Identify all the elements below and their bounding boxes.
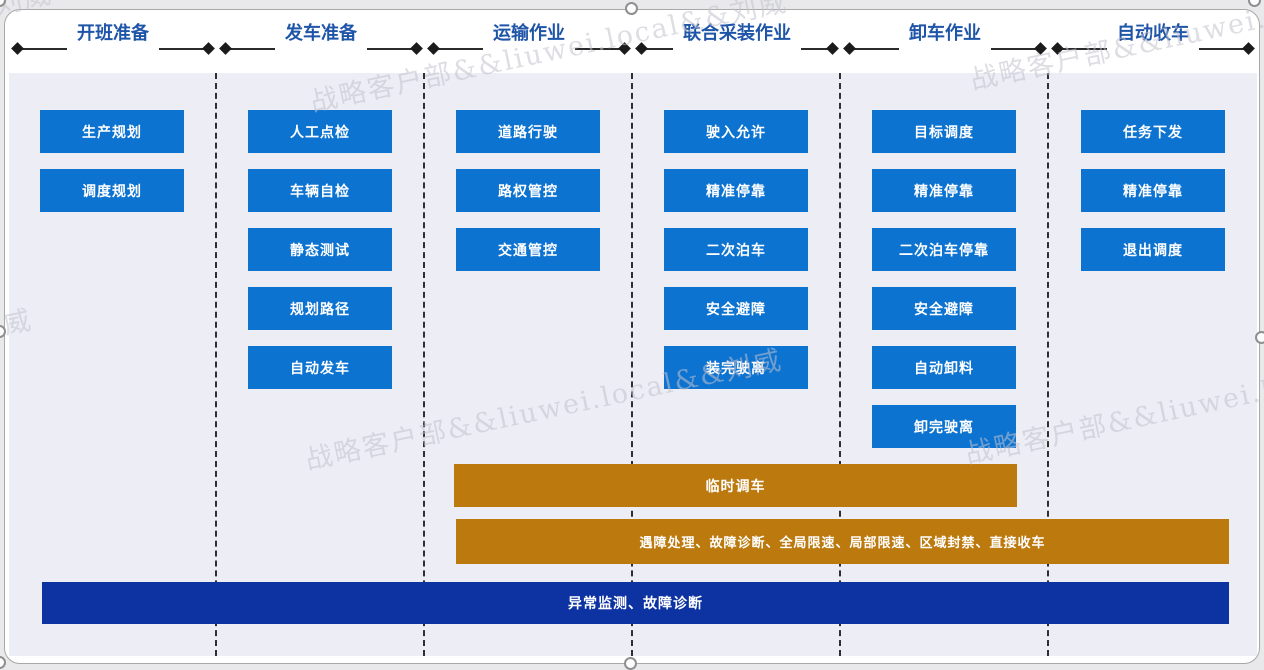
task-box: 交通管控 <box>456 228 600 271</box>
phase-header-shift-prep: 开班准备 <box>9 11 217 61</box>
diagram-slide: 开班准备 发车准备 运输作业 联合采装作业 卸车作业 自动收车 <box>4 9 1260 664</box>
diamond-icon <box>1242 42 1255 55</box>
diamond-icon <box>826 42 839 55</box>
phase-columns: 生产规划 调度规划 人工点检 车辆自检 静态测试 规划路径 自动发车 道路行驶 … <box>9 73 1257 656</box>
phase-column-shift-prep: 生产规划 调度规划 <box>9 73 217 656</box>
diamond-icon <box>618 42 631 55</box>
resize-handle-top-center[interactable] <box>625 2 638 15</box>
task-box: 静态测试 <box>248 228 392 271</box>
task-box: 自动卸料 <box>872 346 1016 389</box>
diamond-icon <box>427 42 440 55</box>
diamond-icon <box>219 42 232 55</box>
phase-header-departure-prep: 发车准备 <box>217 11 425 61</box>
phase-label: 开班准备 <box>77 23 149 43</box>
task-box: 车辆自检 <box>248 169 392 212</box>
phase-label: 自动收车 <box>1117 23 1189 43</box>
connector-line <box>575 48 620 50</box>
connector-line <box>646 48 673 50</box>
task-box: 退出调度 <box>1081 228 1225 271</box>
phase-label: 发车准备 <box>285 23 357 43</box>
phase-column-departure-prep: 人工点检 车辆自检 静态测试 规划路径 自动发车 <box>217 73 425 656</box>
phase-column-unloading: 目标调度 精准停靠 二次泊车停靠 安全避障 自动卸料 卸完驶离 <box>841 73 1049 656</box>
diamond-icon <box>635 42 648 55</box>
task-box: 安全避障 <box>664 287 808 330</box>
connector-line <box>22 48 67 50</box>
phase-header-auto-return: 自动收车 <box>1049 11 1257 61</box>
resize-handle-bottom-left[interactable] <box>0 656 6 669</box>
connector-line <box>1199 48 1244 50</box>
connector-line <box>801 48 828 50</box>
diamond-icon <box>202 42 215 55</box>
task-box: 装完驶离 <box>664 346 808 389</box>
diamond-icon <box>1051 42 1064 55</box>
phase-label: 运输作业 <box>493 23 565 43</box>
phase-header-transport: 运输作业 <box>425 11 633 61</box>
phase-label: 卸车作业 <box>909 23 981 43</box>
resize-handle-top-right[interactable] <box>1248 0 1261 7</box>
exception-handling-bar: 遇障处理、故障诊断、全局限速、局部限速、区域封禁、直接收车 <box>456 519 1229 564</box>
resize-handle-bottom-center[interactable] <box>624 657 637 670</box>
temporary-dispatch-bar: 临时调车 <box>454 464 1017 507</box>
task-box: 自动发车 <box>248 346 392 389</box>
task-box: 安全避障 <box>872 287 1016 330</box>
task-box: 二次泊车 <box>664 228 808 271</box>
diamond-icon <box>1034 42 1047 55</box>
task-box: 道路行驶 <box>456 110 600 153</box>
connector-line <box>230 48 275 50</box>
phase-column-auto-return: 任务下发 精准停靠 退出调度 <box>1049 73 1257 656</box>
resize-handle-middle-right[interactable] <box>1255 331 1264 344</box>
phase-label: 联合采装作业 <box>683 23 791 43</box>
phase-column-transport: 道路行驶 路权管控 交通管控 <box>425 73 633 656</box>
task-box: 生产规划 <box>40 110 184 153</box>
task-box: 精准停靠 <box>664 169 808 212</box>
monitoring-bar: 异常监测、故障诊断 <box>42 582 1229 624</box>
connector-line <box>159 48 204 50</box>
task-box: 精准停靠 <box>872 169 1016 212</box>
task-box: 目标调度 <box>872 110 1016 153</box>
diamond-icon <box>11 42 24 55</box>
task-box: 人工点检 <box>248 110 392 153</box>
task-box: 驶入允许 <box>664 110 808 153</box>
task-box: 卸完驶离 <box>872 405 1016 448</box>
resize-handle-top-left[interactable] <box>0 0 6 7</box>
process-panel: 生产规划 调度规划 人工点检 车辆自检 静态测试 规划路径 自动发车 道路行驶 … <box>9 73 1257 656</box>
task-box: 路权管控 <box>456 169 600 212</box>
task-box: 规划路径 <box>248 287 392 330</box>
task-box: 精准停靠 <box>1081 169 1225 212</box>
connector-line <box>367 48 412 50</box>
connector-line <box>991 48 1036 50</box>
connector-line <box>1062 48 1107 50</box>
task-box: 任务下发 <box>1081 110 1225 153</box>
connector-line <box>438 48 483 50</box>
diamond-icon <box>843 42 856 55</box>
phase-header-unloading: 卸车作业 <box>841 11 1049 61</box>
diamond-icon <box>410 42 423 55</box>
task-box: 二次泊车停靠 <box>872 228 1016 271</box>
task-box: 调度规划 <box>40 169 184 212</box>
connector-line <box>854 48 899 50</box>
phase-header-row: 开班准备 发车准备 运输作业 联合采装作业 卸车作业 自动收车 <box>9 11 1257 61</box>
phase-header-joint-loading: 联合采装作业 <box>633 11 841 61</box>
phase-column-joint-loading: 驶入允许 精准停靠 二次泊车 安全避障 装完驶离 <box>633 73 841 656</box>
